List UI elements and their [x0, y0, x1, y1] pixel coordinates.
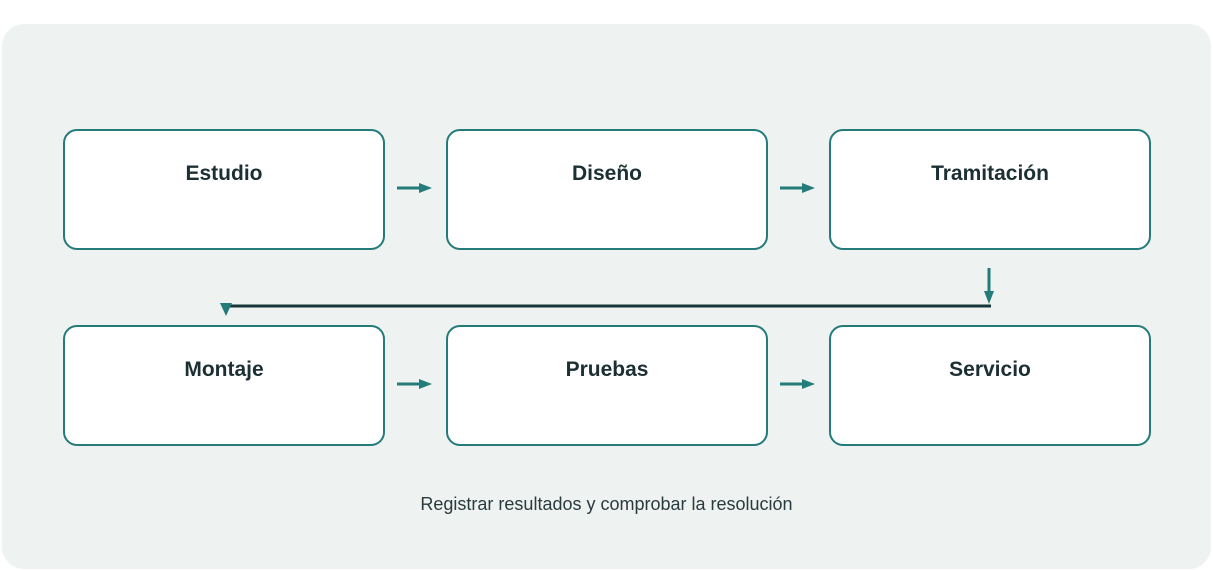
arrow-diseno-tramitacion [780, 183, 815, 193]
node-servicio: Servicio [829, 325, 1151, 446]
arrow-montaje-entry [220, 303, 232, 316]
node-diseno: Diseño [446, 129, 768, 250]
arrow-estudio-diseno [397, 183, 432, 193]
diagram-panel [2, 24, 1211, 569]
node-pruebas: Pruebas [446, 325, 768, 446]
node-label: Tramitación [931, 162, 1049, 185]
arrow-pruebas-servicio [780, 379, 815, 389]
node-estudio: Estudio [63, 129, 385, 250]
node-label: Montaje [184, 358, 264, 381]
node-label: Estudio [185, 162, 263, 185]
node-label: Pruebas [565, 358, 649, 381]
node-montaje: Montaje [63, 325, 385, 446]
node-tramitacion: Tramitación [829, 129, 1151, 250]
node-label: Diseño [571, 162, 642, 185]
node-label: Servicio [949, 358, 1031, 381]
arrow-montaje-pruebas [397, 379, 432, 389]
diagram-caption: Registrar resultados y comprobar la reso… [420, 494, 793, 514]
arrow-tramitacion-down [984, 268, 994, 304]
